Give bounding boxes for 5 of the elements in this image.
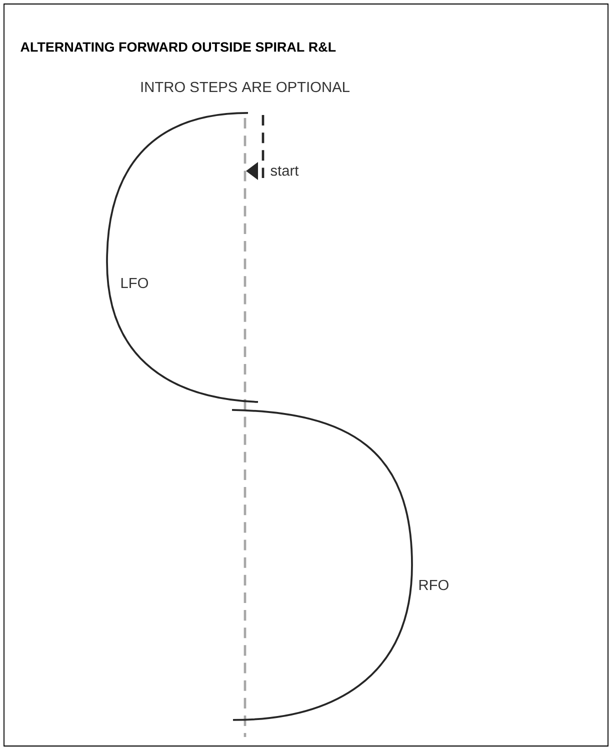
curve-label: LFO — [121, 278, 148, 288]
curve-label: RFO — [419, 580, 448, 590]
start-label: start — [270, 166, 299, 176]
title: ALTERNATING FORWARD OUTSIDE SPIRAL R&L — [20, 42, 336, 52]
note-text: INTRO STEPS ARE OPTIONAL — [141, 82, 350, 92]
